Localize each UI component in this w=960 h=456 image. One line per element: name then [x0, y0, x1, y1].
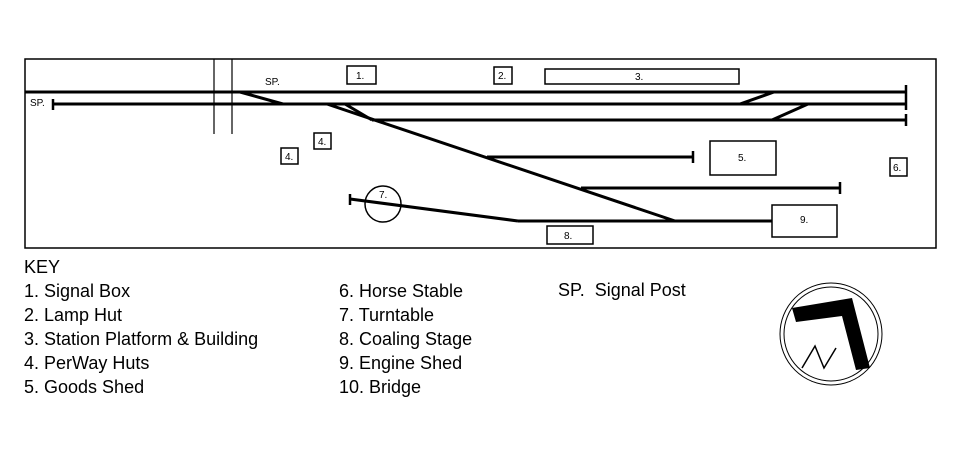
key-column-2: 6. Horse Stable 7. Turntable 8. Coaling …	[339, 279, 472, 399]
station-platform	[544, 68, 740, 85]
key-column-1: 1. Signal Box 2. Lamp Hut 3. Station Pla…	[24, 279, 258, 399]
signal-box	[346, 65, 377, 85]
north-arrow-inner-ring	[783, 286, 879, 382]
key-item-horse-stable: 6. Horse Stable	[339, 281, 464, 301]
bridge	[213, 59, 233, 134]
key-item-coaling-stage: 8. Coaling Stage	[339, 329, 473, 349]
perway-hut-lower	[280, 147, 299, 165]
key-item-signal-box: 1. Signal Box	[24, 281, 131, 301]
key-item-lamp-hut: 2. Lamp Hut	[24, 305, 123, 325]
perway-hut-lower-label: 4.	[285, 152, 293, 163]
engine-shed	[771, 204, 838, 238]
signal-post-top-label: SP.	[265, 77, 280, 88]
key-title: KEY	[24, 257, 61, 277]
horse-stable	[889, 157, 908, 177]
key-column-3: SP. Signal Post	[558, 278, 686, 302]
key-item-turntable: 7. Turntable	[339, 305, 435, 325]
crossover-right	[739, 90, 775, 106]
coaling-stage-label: 8.	[564, 231, 572, 242]
crossover-left	[239, 90, 284, 106]
turntable	[364, 185, 402, 223]
horse-stable-label: 6.	[893, 163, 901, 174]
signal-post-left-label: SP.	[30, 98, 45, 109]
key-item-bridge: 10. Bridge	[339, 377, 422, 397]
loop-connection-left	[344, 102, 373, 122]
north-letter-n-icon	[801, 344, 837, 370]
turntable-label: 7.	[379, 190, 387, 201]
key-item-perway-huts: 4. PerWay Huts	[24, 353, 150, 373]
north-arrow-outer-ring	[779, 282, 883, 386]
perway-hut-upper-label: 4.	[318, 137, 326, 148]
diagram-border	[24, 58, 937, 249]
perway-hut-upper	[313, 132, 332, 150]
key-item-signal-post: SP. Signal Post	[558, 280, 686, 300]
yard-lead	[326, 102, 676, 223]
lamp-hut-label: 2.	[498, 71, 506, 82]
goods-shed	[709, 140, 777, 176]
engine-shed-label: 9.	[800, 215, 808, 226]
goods-shed-label: 5.	[738, 153, 746, 164]
platform-label: 3.	[635, 72, 643, 83]
loop-connection-right	[771, 102, 809, 122]
key-item-platform: 3. Station Platform & Building	[24, 329, 259, 349]
signal-box-label: 1.	[356, 71, 364, 82]
coaling-stage	[546, 225, 594, 245]
north-arrow-pointer	[792, 298, 870, 370]
key-item-goods-shed: 5. Goods Shed	[24, 377, 145, 397]
lamp-hut	[493, 66, 513, 85]
key-item-engine-shed: 9. Engine Shed	[339, 353, 463, 373]
north-arrow	[779, 282, 883, 386]
turntable-spur	[349, 197, 519, 223]
